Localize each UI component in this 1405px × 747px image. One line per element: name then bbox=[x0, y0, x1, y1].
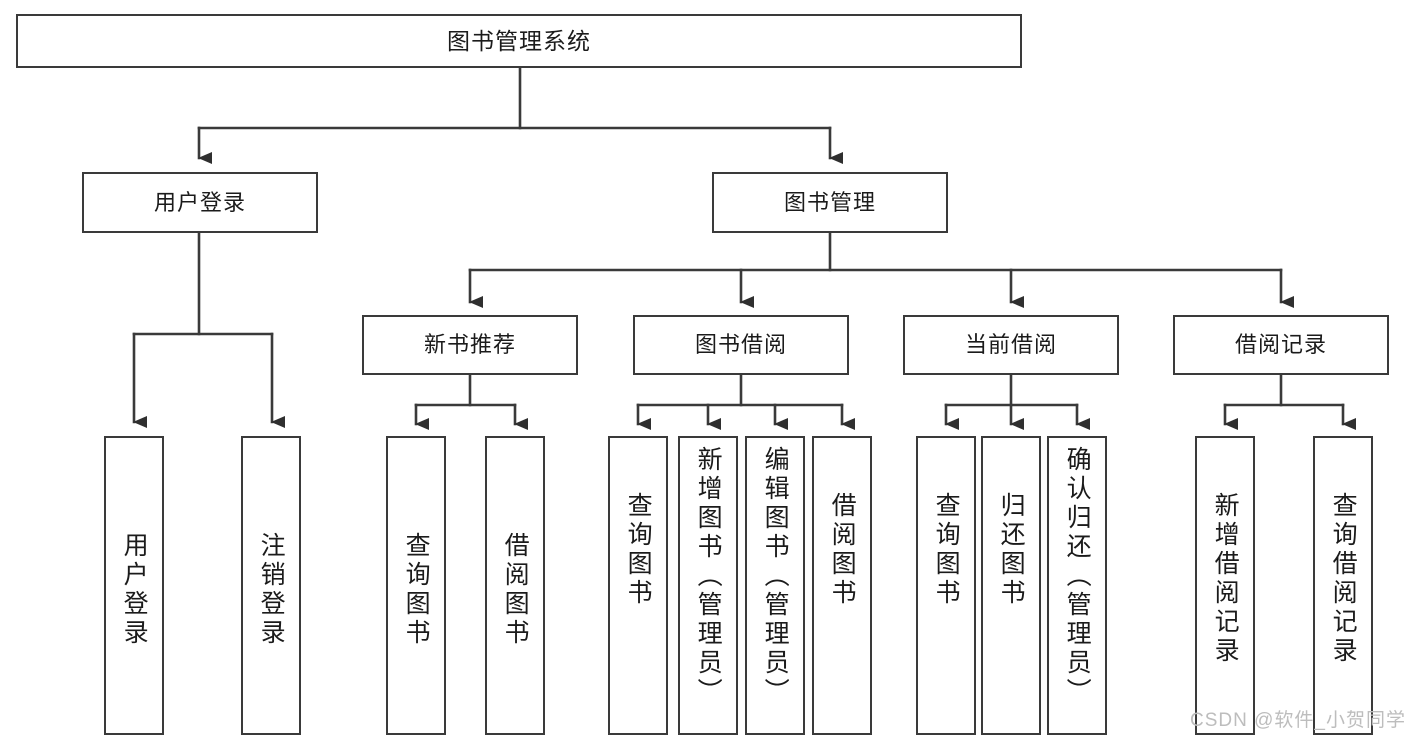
node-current-borrow[interactable]: 当前借阅 bbox=[903, 315, 1119, 375]
node-current-borrow-label: 当前借阅 bbox=[964, 332, 1057, 358]
node-leaf-query-borrow-record[interactable]: 查询借阅记录 bbox=[1313, 436, 1373, 735]
node-leaf-query-book-2[interactable]: 查询图书 bbox=[608, 436, 668, 735]
node-leaf-return-book-label: 归还图书 bbox=[997, 492, 1026, 608]
node-user-login-label: 用户登录 bbox=[153, 189, 246, 215]
node-book-manage[interactable]: 图书管理 bbox=[712, 172, 948, 233]
node-new-book-recommend-label: 新书推荐 bbox=[423, 332, 516, 358]
node-leaf-user-logout-label: 注销登录 bbox=[257, 532, 286, 648]
node-leaf-edit-book-admin-label: 编辑图书（管理员） bbox=[761, 446, 790, 707]
node-leaf-query-book-2-label: 查询图书 bbox=[624, 492, 653, 608]
node-leaf-add-borrow-record[interactable]: 新增借阅记录 bbox=[1195, 436, 1255, 735]
node-new-book-recommend[interactable]: 新书推荐 bbox=[362, 315, 578, 375]
node-leaf-borrow-book-1[interactable]: 借阅图书 bbox=[485, 436, 545, 735]
node-leaf-query-book-1[interactable]: 查询图书 bbox=[386, 436, 446, 735]
node-leaf-add-borrow-record-label: 新增借阅记录 bbox=[1211, 492, 1240, 666]
node-leaf-edit-book-admin[interactable]: 编辑图书（管理员） bbox=[745, 436, 805, 735]
node-user-login[interactable]: 用户登录 bbox=[82, 172, 318, 233]
node-leaf-borrow-book-2[interactable]: 借阅图书 bbox=[812, 436, 872, 735]
node-leaf-user-login[interactable]: 用户登录 bbox=[104, 436, 164, 735]
node-book-manage-label: 图书管理 bbox=[783, 189, 876, 215]
node-leaf-user-login-label: 用户登录 bbox=[120, 532, 149, 648]
node-leaf-query-book-3-label: 查询图书 bbox=[932, 492, 961, 608]
node-leaf-user-logout[interactable]: 注销登录 bbox=[241, 436, 301, 735]
node-leaf-query-borrow-record-label: 查询借阅记录 bbox=[1329, 492, 1358, 666]
node-leaf-return-book[interactable]: 归还图书 bbox=[981, 436, 1041, 735]
node-leaf-borrow-book-2-label: 借阅图书 bbox=[828, 492, 857, 608]
node-borrow-record[interactable]: 借阅记录 bbox=[1173, 315, 1389, 375]
node-root-label: 图书管理系统 bbox=[447, 27, 591, 54]
node-book-borrow-label: 图书借阅 bbox=[694, 332, 787, 358]
node-leaf-confirm-return-admin-label: 确认归还（管理员） bbox=[1063, 446, 1092, 707]
node-leaf-add-book-admin[interactable]: 新增图书（管理员） bbox=[678, 436, 738, 735]
node-book-borrow[interactable]: 图书借阅 bbox=[633, 315, 849, 375]
node-leaf-query-book-1-label: 查询图书 bbox=[402, 532, 431, 648]
csdn-watermark: CSDN @软件_小贺同学 bbox=[1190, 710, 1405, 731]
node-leaf-add-book-admin-label: 新增图书（管理员） bbox=[694, 446, 723, 707]
node-borrow-record-label: 借阅记录 bbox=[1234, 332, 1327, 358]
node-root[interactable]: 图书管理系统 bbox=[16, 14, 1022, 68]
node-leaf-query-book-3[interactable]: 查询图书 bbox=[916, 436, 976, 735]
node-leaf-borrow-book-1-label: 借阅图书 bbox=[501, 532, 530, 648]
node-leaf-confirm-return-admin[interactable]: 确认归还（管理员） bbox=[1047, 436, 1107, 735]
